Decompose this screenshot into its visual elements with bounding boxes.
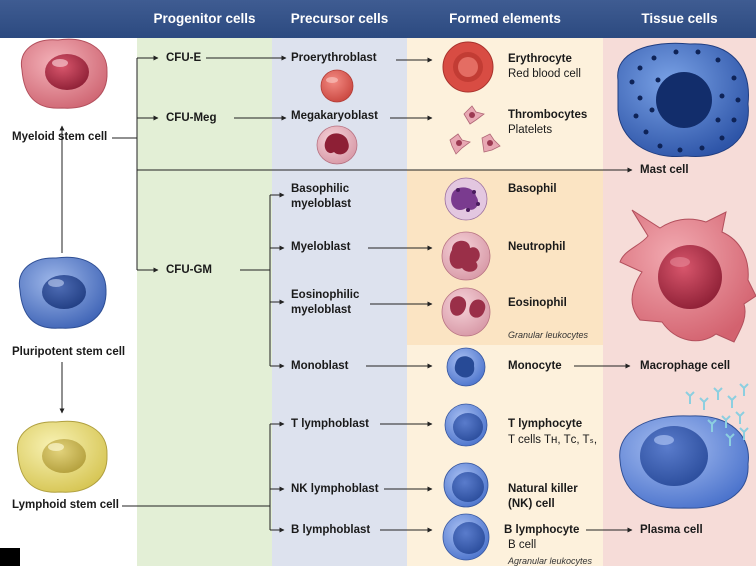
b-cell-sublabel: B cell [508, 539, 537, 551]
erythrocyte-icon [442, 41, 494, 93]
eosinophil-icon [441, 287, 491, 337]
antibodies-icon [685, 383, 749, 446]
neutrophil-icon [441, 231, 491, 281]
nk-cell-label-line1: Natural killer [508, 483, 578, 495]
megakaryoblast-label: Megakaryoblast [291, 110, 378, 122]
myeloblast-label: Myeloblast [291, 241, 351, 253]
t-lymphocyte-label: T lymphocyte [508, 418, 583, 430]
header-formed: Formed elements [449, 11, 561, 26]
lymphoid-stem-cell-label: Lymphoid stem cell [12, 499, 119, 511]
plasma-cell-label: Plasma cell [640, 524, 703, 536]
t-lymphocyte-icon [444, 403, 488, 447]
cfu-meg-label: CFU-Meg [166, 112, 217, 124]
basophil-icon [444, 177, 488, 221]
lymphoid-stem-cell-icon [16, 420, 108, 493]
eosinophil-label: Eosinophil [508, 297, 567, 309]
erythrocyte-sublabel: Red blood cell [508, 68, 581, 80]
neutrophil-label: Neutrophil [508, 241, 566, 253]
nk-cell-label-line2: (NK) cell [508, 498, 555, 510]
corner-black-block [0, 548, 20, 566]
header-precursor: Precursor cells [290, 11, 389, 26]
proerythroblast-label: Proerythroblast [291, 52, 377, 64]
granular-leukocytes-note: Granular leukocytes [508, 330, 589, 340]
macrophage-cell-label: Macrophage cell [640, 360, 731, 372]
proerythroblast-icon [320, 69, 354, 103]
macrophage-icon [619, 209, 756, 343]
pluripotent-stem-cell-icon [18, 256, 107, 329]
granular-leukocytes-bg [407, 170, 603, 345]
pluripotent-stem-cell-label: Pluripotent stem cell [12, 346, 126, 358]
eosinophilic-myeloblast-label-line2: myeloblast [291, 304, 352, 316]
b-lymphoblast-label: B lymphoblast [291, 524, 371, 536]
progenitor-column-bg [137, 38, 272, 566]
agranular-leukocytes-note: Agranular leukocytes [508, 556, 593, 566]
monoblast-icon [446, 347, 486, 387]
header-tissue: Tissue cells [641, 11, 718, 26]
myeloid-stem-cell-icon [20, 38, 108, 109]
eosinophilic-myeloblast-label-line1: Eosinophilic [291, 289, 360, 301]
monoblast-label: Monoblast [291, 360, 349, 372]
thrombocytes-label: Thrombocytes [508, 109, 588, 121]
cfu-e-label: CFU-E [166, 52, 202, 64]
header-bar: Progenitor cells Precursor cells Formed … [0, 0, 756, 38]
megakaryoblast-icon [316, 125, 358, 165]
b-lymphocyte-icon [442, 513, 490, 561]
connector-lines [59, 55, 633, 533]
b-lymphocyte-label: B lymphocyte [504, 524, 580, 536]
basophilic-myeloblast-label-line2: myeloblast [291, 198, 352, 210]
t-cells-sublabel: T cells Tʜ, Tᴄ, Tₛ, [508, 434, 598, 446]
mast-cell-label: Mast cell [640, 164, 689, 176]
basophilic-myeloblast-label-line1: Basophilic [291, 183, 350, 195]
header-progenitor: Progenitor cells [153, 11, 256, 26]
thrombocytes-sublabel: Platelets [508, 124, 553, 136]
plasma-cell-icon [619, 415, 749, 509]
basophil-label: Basophil [508, 183, 557, 195]
t-lymphoblast-label: T lymphoblast [291, 418, 369, 430]
myeloid-stem-cell-label: Myeloid stem cell [12, 131, 108, 143]
nk-cell-icon [443, 462, 489, 508]
erythrocyte-label: Erythrocyte [508, 53, 572, 65]
nk-lymphoblast-label: NK lymphoblast [291, 483, 379, 495]
cfu-gm-label: CFU-GM [166, 264, 212, 276]
mast-cell-icon [617, 42, 749, 158]
thrombocytes-icon [449, 105, 501, 155]
monocyte-label: Monocyte [508, 360, 562, 372]
